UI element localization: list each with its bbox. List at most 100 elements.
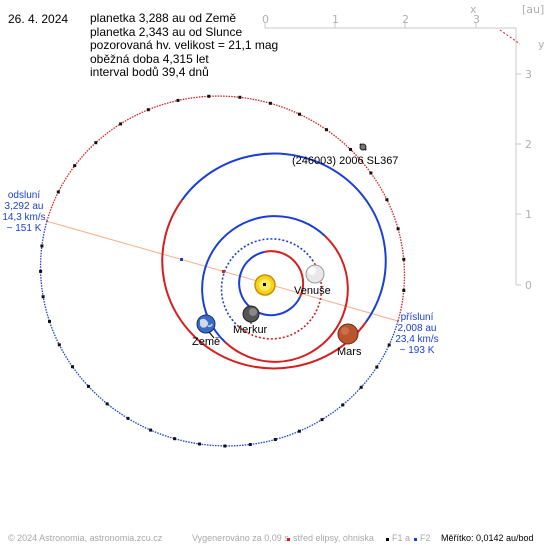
- orbit-point-marker: [56, 190, 60, 194]
- mercury-planet: [242, 305, 260, 323]
- ellipse-center-marker: [222, 270, 225, 273]
- footer-legend-f2: F2: [420, 533, 431, 543]
- earth-orbit-blue: [201, 215, 326, 343]
- right-tick-3: 3: [525, 68, 532, 81]
- right-axis: 3 2 1 0 y: [515, 28, 545, 292]
- aphelion-distance: 3,292 au: [4, 201, 44, 212]
- top-tick-1: 1: [332, 13, 339, 26]
- orbit-point-marker: [341, 403, 345, 407]
- orbit-point-marker: [173, 437, 177, 441]
- orbit-point-marker: [402, 257, 406, 261]
- top-tick-3: 3: [473, 13, 480, 26]
- orbit-point-marker: [39, 269, 43, 273]
- orbit-point-marker: [320, 418, 324, 422]
- legend-f2-dot: [414, 538, 417, 541]
- aphelion-temp: ~ 151 K: [6, 223, 42, 234]
- earth-label: Země: [192, 336, 221, 348]
- asteroid-marker: [359, 143, 367, 151]
- orbit-point-marker: [198, 442, 201, 446]
- orbit-point-marker: [57, 343, 61, 347]
- right-tick-2: 2: [525, 138, 532, 151]
- info-distance-earth: planetka 3,288 au od Země: [90, 11, 237, 25]
- orbit-point-marker: [48, 319, 51, 323]
- orbit-point-marker: [73, 164, 77, 168]
- orbit-point-marker: [223, 444, 227, 448]
- mars-orbit-blue: [181, 152, 387, 323]
- orbit-point-marker: [268, 101, 272, 105]
- mercury-orbit-red: [263, 250, 305, 298]
- info-period: oběžná doba 4,315 let: [90, 51, 209, 66]
- footer: © 2024 Astronomia, astronomia.zcu.cz Vyg…: [0, 533, 550, 547]
- orbit-point-marker: [126, 416, 130, 420]
- footer-copyright: © 2024 Astronomia, astronomia.zcu.cz: [8, 533, 163, 543]
- orbit-point-marker: [105, 402, 109, 406]
- asteroid-orbit-red: [46, 95, 406, 322]
- venus-orbit-blue: [220, 238, 314, 327]
- orbit-point-marker: [369, 171, 373, 175]
- info-point-interval: interval bodů 39,4 dnů: [90, 65, 209, 80]
- orbit-point-marker: [40, 244, 44, 248]
- perihelion-title: přísluní: [400, 312, 434, 323]
- perihelion-speed: 23,4 km/s: [395, 334, 439, 345]
- orbit-point-marker: [402, 288, 406, 292]
- orbit-point-marker: [149, 428, 153, 432]
- asteroid-name-label: (246003) 2006 SL367: [292, 155, 399, 167]
- info-distance-sun: planetka 2,343 au od Slunce: [90, 24, 243, 39]
- footer-legend-and: a: [405, 533, 411, 543]
- orbit-point-marker: [297, 429, 301, 433]
- asteroid-orbit-blue: [39, 220, 399, 447]
- top-axis-x-label: x: [470, 3, 477, 16]
- venus-label: Venuše: [294, 285, 331, 297]
- orbit-point-marker: [387, 343, 391, 347]
- venus-planet: [305, 264, 325, 284]
- earth-orbit-red: [224, 235, 349, 363]
- mercury-orbit-blue: [238, 251, 301, 317]
- right-tick-1: 1: [525, 208, 532, 221]
- mars-planet: [337, 323, 359, 345]
- focus-f2-marker: [180, 258, 183, 261]
- orbit-point-marker: [207, 94, 211, 98]
- orbit-point-marker: [298, 112, 301, 116]
- top-tick-2: 2: [402, 13, 409, 26]
- orbit-point-marker: [396, 227, 400, 231]
- orbit-point-marker: [41, 295, 45, 299]
- orbit-point-marker: [273, 438, 277, 441]
- perihelion-label: přísluní 2,008 au 23,4 km/s ~ 193 K: [392, 312, 442, 356]
- orbit-point-marker: [375, 365, 379, 369]
- orbit-point-marker: [146, 108, 150, 112]
- orbit-point-marker: [349, 148, 352, 151]
- perihelion-temp: ~ 193 K: [399, 345, 435, 356]
- orbit-point-marker: [325, 128, 328, 132]
- right-tick-0: 0: [525, 279, 532, 292]
- aphelion-speed: 14,3 km/s: [2, 212, 46, 223]
- footer-generated: Vygenerováno za 0,09 s: [192, 533, 289, 543]
- top-tick-0: 0: [262, 13, 269, 26]
- asteroid-orbit-offscreen: [499, 29, 521, 45]
- footer-legend-f1: F1: [392, 533, 403, 543]
- footer-scale: Měřítko: 0,0142 au/bod: [441, 533, 534, 543]
- mars-orbit-red: [161, 199, 367, 370]
- aphelion-title: odsluní: [7, 190, 41, 201]
- perihelion-distance: 2,008 au: [397, 323, 437, 334]
- date-label: 26. 4. 2024: [8, 12, 69, 26]
- top-axis: 0 1 2 3 x [au]: [262, 3, 544, 29]
- mars-label: Mars: [337, 346, 362, 358]
- sun: [254, 274, 276, 296]
- orbit-point-marker: [248, 443, 252, 446]
- orbit-point-marker: [176, 98, 180, 102]
- orbit-point-marker: [94, 141, 98, 145]
- orbit-point-marker: [385, 198, 389, 202]
- axis-unit-label: [au]: [522, 3, 544, 16]
- orbit-point-marker: [359, 385, 363, 389]
- aphelion-label: odsluní 3,292 au 14,3 km/s ~ 151 K: [0, 190, 48, 234]
- mercury-label: Merkur: [233, 324, 268, 336]
- legend-f1-dot: [386, 538, 389, 541]
- orbit-point-marker: [119, 122, 123, 126]
- orbit-point-marker: [87, 384, 90, 388]
- right-axis-y-label: y: [538, 38, 545, 51]
- orbit-point-marker: [71, 365, 74, 369]
- info-magnitude: pozorovaná hv. velikost = 21,1 mag: [90, 38, 279, 53]
- footer-legend-center: střed elipsy, ohniska: [293, 533, 374, 543]
